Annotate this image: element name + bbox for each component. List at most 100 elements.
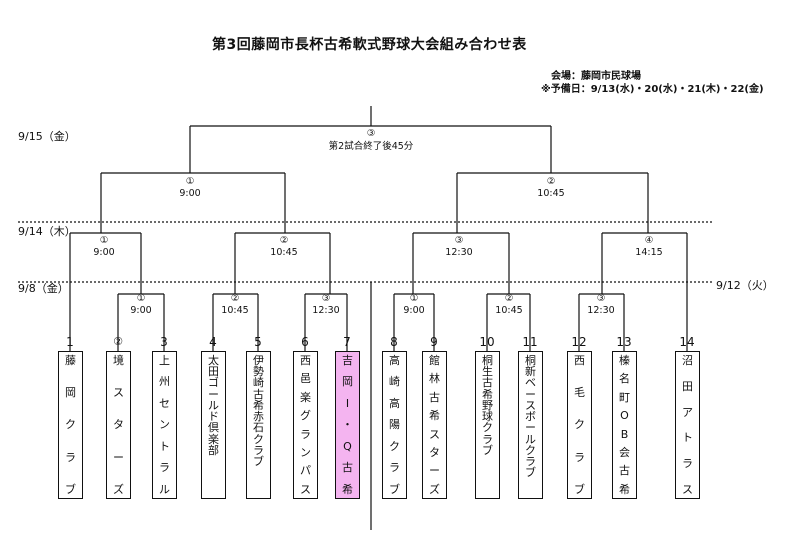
team-name-char: 高 — [389, 354, 400, 367]
team-box-1: 藤岡クラブ — [58, 351, 83, 499]
team-name-char: ラ — [389, 461, 400, 475]
team-name-char: 吉 — [342, 354, 353, 367]
team-name-char: 希 — [619, 482, 630, 496]
team-number: 14 — [679, 335, 695, 349]
team-name-char: 石 — [253, 421, 264, 435]
team-name: 伊勢崎古希赤石クラブ — [247, 355, 270, 495]
team-name-char: ル — [159, 482, 170, 496]
team-box-14: 沼田アトラス — [675, 351, 700, 499]
team-number: 1 — [66, 335, 74, 349]
team-name-char: ベ — [525, 376, 536, 390]
team-name: 桐生古希野球クラブ — [476, 355, 499, 495]
team-name-char: ・ — [342, 418, 353, 432]
team-name-char: ド — [208, 410, 219, 424]
team-name-char: I — [345, 396, 350, 410]
team-box-6: 西邑楽グランパス — [293, 351, 318, 499]
team-name-char: ブ — [253, 454, 264, 468]
team-name-char: 桐 — [525, 354, 536, 367]
qb-time: 10:45 — [270, 247, 298, 258]
final-note: 第2試合終了後45分 — [328, 141, 414, 152]
team-name-char: 境 — [113, 354, 124, 367]
team-name-char: パ — [300, 464, 311, 478]
reserve-days-label: ※予備日：9/13(水)・20(水)・21(木)・22(金) — [541, 84, 764, 95]
team-name-char: ス — [682, 482, 693, 496]
team-name-char: ト — [682, 431, 693, 445]
team-name-char: ク — [253, 432, 264, 446]
team-number: 7 — [343, 335, 351, 349]
team-name-char: 楽 — [300, 390, 311, 404]
team-name-char: 藤 — [65, 354, 76, 367]
team-name-char: ラ — [682, 457, 693, 470]
team-name-char: 田 — [682, 379, 693, 393]
team-name-char: 希 — [429, 409, 440, 423]
team-number: 13 — [616, 335, 632, 349]
team-name: 桐新ベースボールクラブ — [519, 355, 542, 495]
team-name-char: ス — [525, 398, 536, 412]
team-name-char: タ — [429, 445, 440, 459]
team-name-char: ブ — [574, 482, 585, 496]
team-name-char: ラ — [574, 450, 585, 464]
team-name-char: 太 — [208, 354, 219, 367]
team-name-char: 古 — [482, 376, 493, 390]
qd-marker: ④ — [644, 235, 654, 246]
r2-marker: ② — [230, 293, 240, 304]
team-name-char: ー — [525, 421, 536, 435]
team-name-char: ア — [682, 405, 693, 419]
sf1-marker: ① — [185, 176, 195, 187]
team-name-char: ン — [300, 445, 311, 459]
team-name-char: ブ — [525, 466, 536, 480]
team-name-char: 毛 — [574, 386, 585, 400]
team-name: 上州セントラル — [153, 355, 176, 495]
team-name-char: 州 — [159, 375, 170, 389]
team-name-char: ー — [113, 450, 124, 464]
team-name-char: 古 — [429, 390, 440, 404]
team-name-char: 桐 — [482, 354, 493, 367]
sf2-time: 10:45 — [537, 188, 565, 199]
team-name-char: ル — [208, 398, 219, 412]
r4-marker: ① — [409, 293, 419, 304]
team-name-char: 野 — [482, 398, 493, 412]
team-name: 沼田アトラス — [676, 355, 699, 495]
team-name-char: ル — [525, 432, 536, 446]
team-number: 3 — [160, 335, 168, 349]
qa-marker: ① — [99, 235, 109, 246]
team-box-4: 太田ゴールド倶楽部 — [201, 351, 226, 499]
team-name-char: ー — [525, 387, 536, 401]
team-name-char: ク — [65, 418, 76, 432]
team-number: 6 — [301, 335, 309, 349]
r6-time: 12:30 — [587, 305, 615, 316]
team-name-char: 榛 — [619, 354, 630, 367]
team-name-char: 楽 — [208, 432, 219, 446]
team-name-char: 希 — [482, 387, 493, 401]
team-name: 高崎高陽クラブ — [383, 355, 406, 495]
qc-marker: ③ — [454, 235, 464, 246]
team-name-char: 名 — [619, 372, 630, 386]
team-name-char: ボ — [525, 410, 536, 424]
team-name-char: 沼 — [682, 354, 693, 367]
team-name: 館林古希スターズ — [423, 355, 446, 495]
qd-time: 14:15 — [635, 247, 663, 258]
team-name-char: ク — [525, 443, 536, 457]
team-name-char: ラ — [525, 454, 536, 468]
team-seed: ② — [113, 335, 123, 348]
team-name-char: 林 — [429, 372, 440, 386]
team-name-char: ス — [300, 482, 311, 496]
team-name-char: 古 — [342, 461, 353, 475]
team-number: 12 — [571, 335, 587, 349]
team-name-char: 上 — [159, 354, 170, 367]
team-number: 8 — [390, 335, 398, 349]
team-name-char: 勢 — [253, 365, 264, 379]
r5-marker: ② — [504, 293, 514, 304]
team-number: 10 — [479, 335, 495, 349]
final-marker: ③ — [366, 128, 376, 139]
team-box-11: 桐新ベースボールクラブ — [518, 351, 543, 499]
team-box-9: 館林古希スターズ — [422, 351, 447, 499]
team-name: 藤岡クラブ — [59, 355, 82, 495]
team-name-char: ズ — [113, 482, 124, 496]
team-name-char: ブ — [65, 482, 76, 496]
team-name: 太田ゴールド倶楽部 — [202, 355, 225, 495]
team-name-char: 邑 — [300, 372, 311, 386]
